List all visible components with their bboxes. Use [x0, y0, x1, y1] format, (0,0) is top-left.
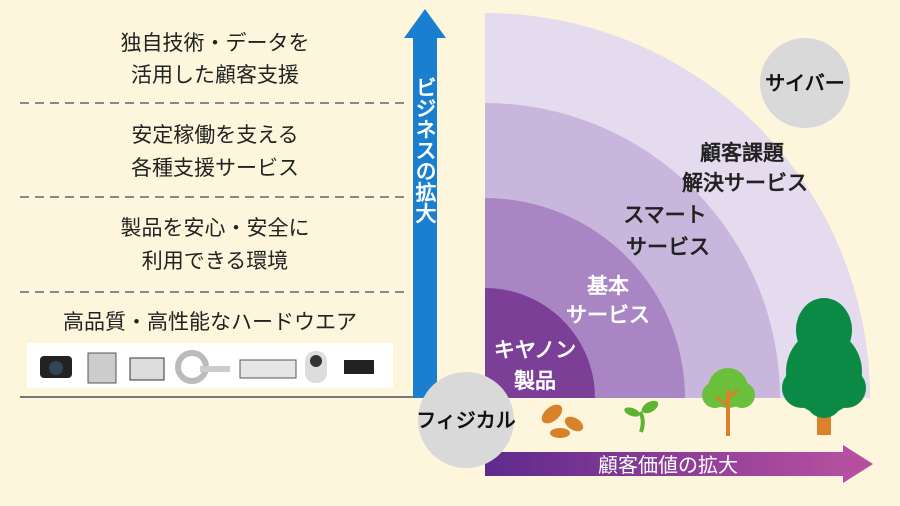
- level-3-line1: 安定稼働を支える: [131, 123, 298, 147]
- level-2-line2: 利用できる環境: [142, 249, 289, 273]
- canon-products-line2: 製品: [513, 369, 556, 393]
- customer-solution-line2: 解決サービス: [682, 171, 808, 195]
- copier-icon: [87, 352, 117, 384]
- vertical-axis-label: ビジネスの拡大: [413, 77, 437, 225]
- product-strip: [27, 343, 393, 388]
- small-tree-icon: [702, 368, 755, 436]
- level-dividers: [20, 102, 410, 293]
- large-tree-icon: [782, 298, 866, 435]
- level-1-line1: 高品質・高性能なハードウエア: [63, 310, 357, 334]
- inkjet-printer-icon: [344, 360, 374, 374]
- sprout-icon: [624, 400, 659, 433]
- camera-icon: [40, 356, 72, 378]
- printer-icon: [129, 357, 165, 381]
- ring-canon-products: [485, 288, 595, 398]
- basic-service-line2: サービス: [566, 303, 650, 327]
- cyber-circle: [760, 38, 850, 128]
- seeds-icon: [541, 404, 584, 438]
- ct-scanner-icon: [175, 350, 230, 384]
- canon-products-line1: キヤノン: [494, 338, 576, 362]
- vertical-arrow: [404, 9, 446, 398]
- network-camera-icon: [305, 351, 327, 383]
- level-2-line1: 製品を安心・安全に: [121, 216, 310, 240]
- level-3-line2: 各種支援サービス: [131, 156, 299, 180]
- level-4-line2: 活用した顧客支援: [131, 63, 299, 87]
- customer-solution-line1: 顧客課題: [700, 141, 785, 165]
- production-printer-icon: [239, 359, 297, 379]
- physical-circle: [418, 372, 514, 468]
- basic-service-line1: 基本: [587, 274, 629, 298]
- smart-service-line1: スマート: [623, 203, 706, 227]
- horizontal-arrow: [485, 445, 873, 483]
- physical-label: フィジカル: [416, 408, 516, 432]
- smart-service-line2: サービス: [626, 235, 710, 259]
- level-4-line1: 独自技術・データを: [121, 31, 310, 55]
- cyber-label: サイバー: [765, 71, 845, 95]
- horizontal-axis-label: 顧客価値の拡大: [598, 453, 738, 477]
